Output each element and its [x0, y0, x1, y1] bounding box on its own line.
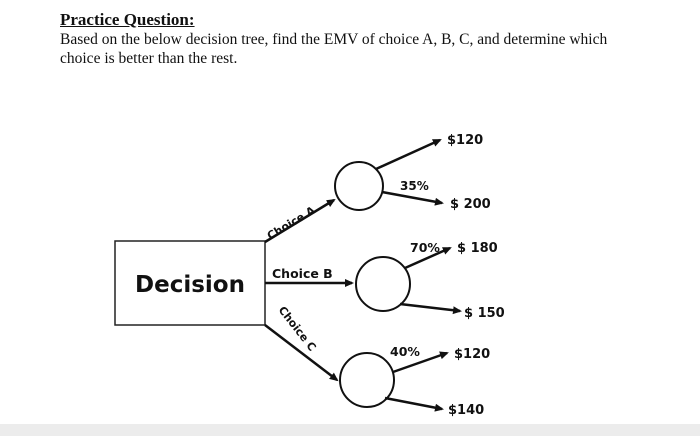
outcome-c2-value: $140 — [448, 403, 484, 418]
outcome-a2-value: $ 200 — [450, 197, 491, 212]
heading: Practice Question: — [60, 10, 195, 29]
choice-c-label: Choice C — [276, 304, 319, 354]
outcome-b2-arrow — [399, 302, 462, 315]
decision-label: Decision — [135, 272, 245, 298]
outcome-c1-value: $120 — [454, 347, 490, 362]
outcome-a2-arrow — [381, 190, 444, 206]
chance-node-c — [339, 352, 395, 408]
outcome-b1-arrow — [404, 246, 452, 270]
choice-a-label: Choice A — [265, 204, 318, 243]
choice-c-arrow — [264, 324, 339, 382]
outcome-c2-arrow — [384, 396, 444, 412]
outcome-a1-arrow — [375, 138, 442, 171]
outcome-b2-value: $ 150 — [464, 306, 505, 321]
outcome-b1-probability: 70% — [410, 240, 440, 255]
chance-node-b — [355, 256, 411, 312]
choice-a-arrow — [264, 198, 336, 244]
bottom-strip — [0, 424, 700, 436]
outcome-a1-value: $120 — [447, 133, 483, 148]
outcome-c1-arrow — [392, 351, 449, 374]
outcome-b1-value: $ 180 — [457, 241, 498, 256]
question-text: Based on the below decision tree, find t… — [60, 31, 608, 67]
outcome-a2-probability: 35% — [400, 179, 429, 193]
chance-node-a — [334, 161, 384, 211]
choice-b-label: Choice B — [272, 266, 333, 281]
decision-box — [114, 240, 266, 326]
outcome-c1-probability: 40% — [390, 344, 420, 359]
